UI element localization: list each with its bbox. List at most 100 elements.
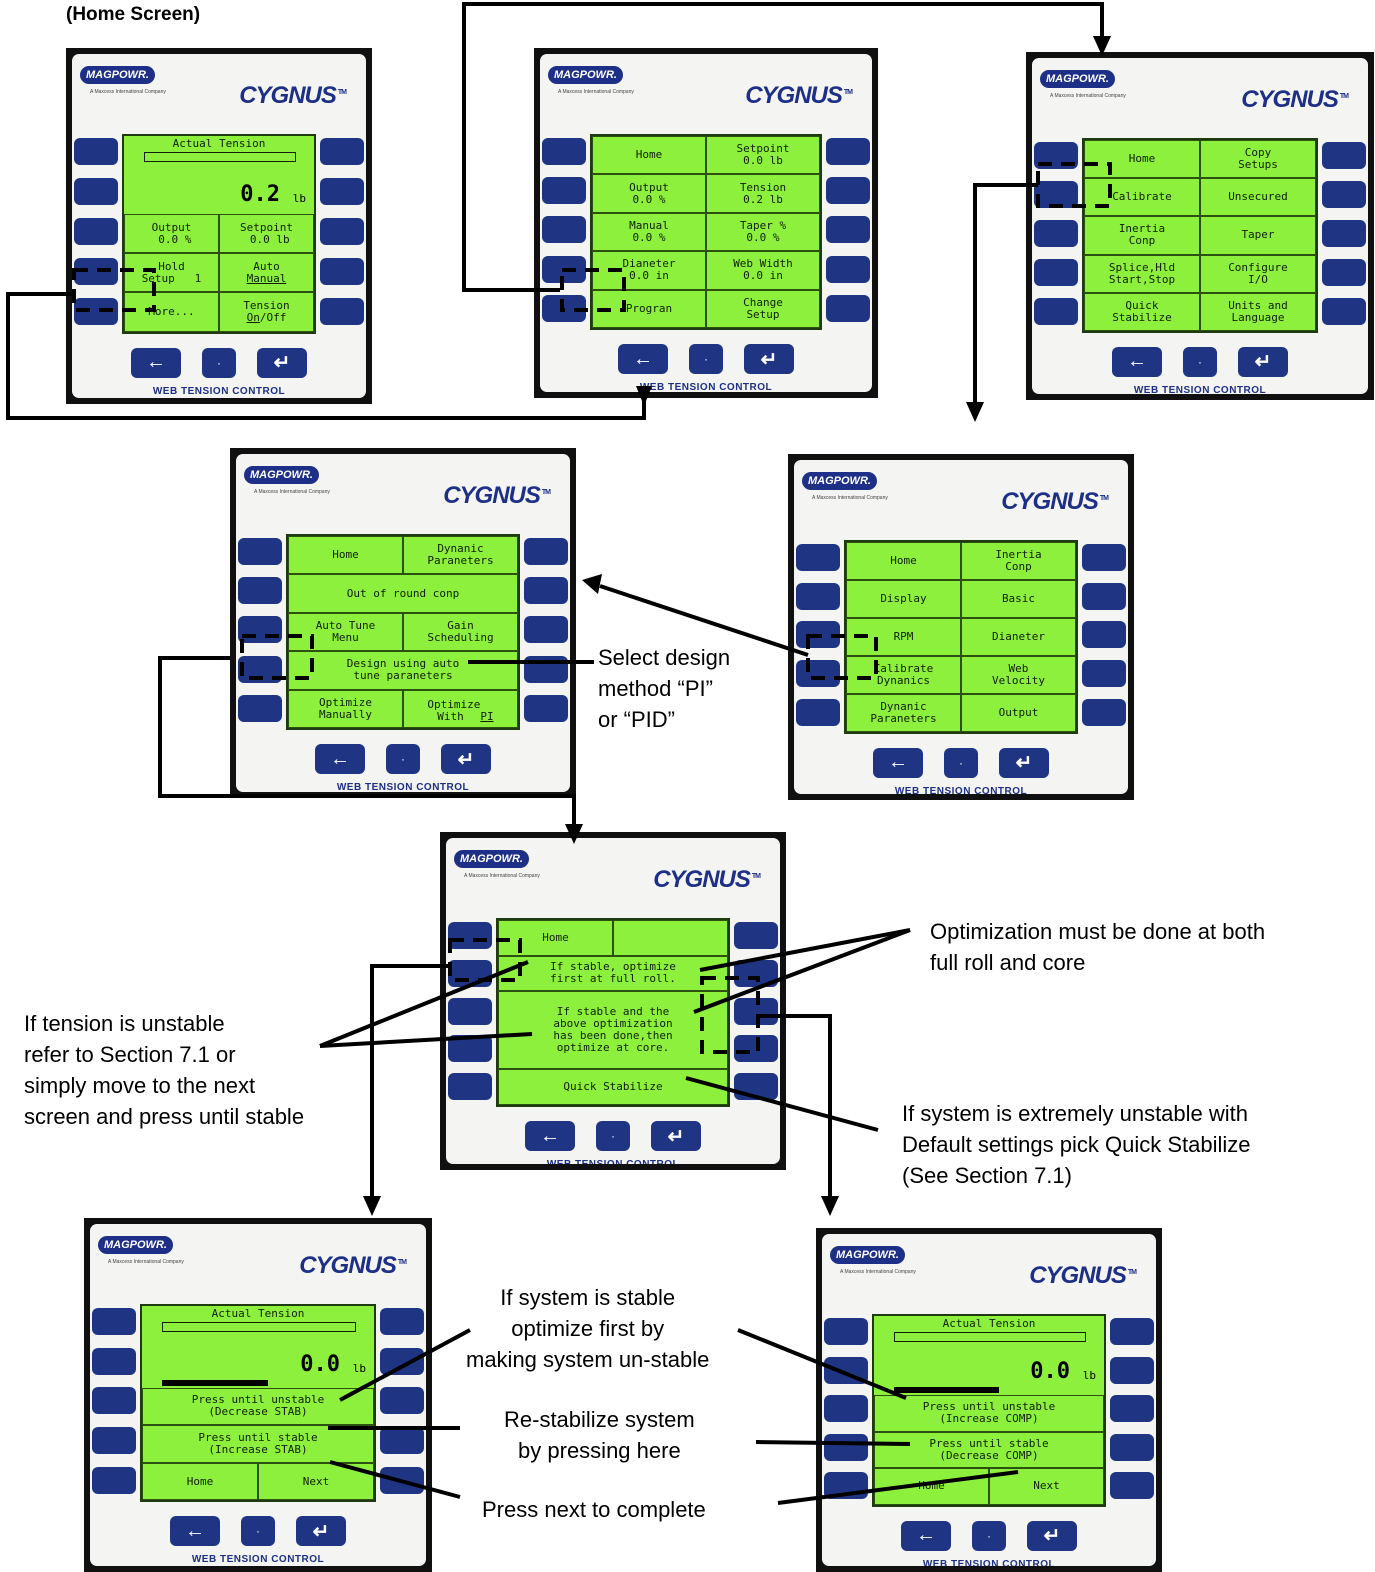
right-softkey-5[interactable] <box>734 1073 778 1101</box>
enter-arrow-button[interactable]: ↵ <box>651 1121 701 1152</box>
left-softkey-5[interactable] <box>796 698 840 726</box>
right-softkey-4[interactable] <box>734 1035 778 1063</box>
menu-cell-3[interactable]: Output 0.0 % <box>592 174 706 213</box>
left-softkey-5[interactable] <box>824 1472 868 1500</box>
menu-cell-6[interactable]: Taper <box>1200 216 1316 255</box>
menu-cell-6[interactable]: Taper % 0.0 % <box>706 212 820 252</box>
right-softkey-3[interactable] <box>734 997 778 1025</box>
left-softkey-3[interactable] <box>238 616 282 644</box>
full-roll-cell[interactable]: If stable, optimize first at full roll. <box>498 955 728 992</box>
auto-tune-cell[interactable]: Auto Tune Menu <box>288 612 403 652</box>
left-softkey-1[interactable] <box>1034 142 1078 169</box>
core-cell[interactable]: If stable and the above optimization has… <box>498 991 728 1070</box>
right-softkey-3[interactable] <box>1110 1395 1154 1423</box>
back-arrow-button[interactable]: ← <box>1112 346 1162 377</box>
right-softkey-4[interactable] <box>380 1427 424 1455</box>
dot-button[interactable]: · <box>241 1516 275 1547</box>
menu-cell-6[interactable]: Dianeter <box>961 617 1076 656</box>
menu-cell-9[interactable]: Quick Stabilize <box>1084 292 1200 331</box>
menu-cell-2[interactable]: Inertia Conp <box>961 542 1076 580</box>
press-until-unstable-cell[interactable]: Press until unstable (Increase COMP) <box>874 1395 1104 1432</box>
left-softkey-5[interactable] <box>448 1073 492 1101</box>
menu-cell-7[interactable]: Splice,Hld Start,Stop <box>1084 254 1200 293</box>
left-softkey-3[interactable] <box>448 997 492 1025</box>
enter-arrow-button[interactable]: ↵ <box>441 744 491 775</box>
menu-cell-10[interactable]: Units and Language <box>1200 292 1316 331</box>
right-softkey-5[interactable] <box>826 294 870 322</box>
left-softkey-2[interactable] <box>74 177 118 205</box>
menu-cell-5[interactable]: RPM <box>846 617 961 656</box>
optimize-with-pi-cell[interactable]: Optimize With PI <box>403 689 518 729</box>
right-softkey-4[interactable] <box>1322 258 1366 286</box>
output-cell[interactable]: Output 0.0 % <box>124 214 219 254</box>
press-until-stable-cell[interactable]: Press until stable (Decrease COMP) <box>874 1431 1104 1469</box>
right-softkey-4[interactable] <box>524 655 568 683</box>
blank-cell[interactable] <box>613 920 728 956</box>
left-softkey-4[interactable] <box>448 1035 492 1063</box>
left-softkey-4[interactable] <box>796 660 840 688</box>
menu-cell-4[interactable]: Unsecured <box>1200 178 1316 217</box>
left-softkey-1[interactable] <box>824 1318 868 1345</box>
menu-cell-2[interactable]: Setpoint 0.0 lb <box>706 136 820 175</box>
left-softkey-5[interactable] <box>1034 297 1078 325</box>
enter-arrow-button[interactable]: ↵ <box>1238 346 1288 377</box>
right-softkey-1[interactable] <box>1082 544 1126 571</box>
enter-arrow-button[interactable]: ↵ <box>999 747 1049 778</box>
menu-cell-1[interactable]: Home <box>1084 140 1200 179</box>
left-softkey-3[interactable] <box>824 1395 868 1423</box>
quick-stabilize-cell[interactable]: Quick Stabilize <box>498 1069 728 1106</box>
right-softkey-2[interactable] <box>826 177 870 205</box>
back-arrow-button[interactable]: ← <box>901 1520 951 1551</box>
dot-button[interactable]: · <box>972 1520 1006 1551</box>
home-cell[interactable]: Home <box>288 536 403 575</box>
back-arrow-button[interactable]: ← <box>525 1121 575 1152</box>
right-softkey-4[interactable] <box>1082 660 1126 688</box>
right-softkey-3[interactable] <box>524 616 568 644</box>
out-of-round-cell[interactable]: Out of round conp <box>288 574 518 613</box>
right-softkey-5[interactable] <box>1322 297 1366 325</box>
left-softkey-4[interactable] <box>542 255 586 283</box>
right-softkey-1[interactable] <box>524 538 568 565</box>
back-arrow-button[interactable]: ← <box>131 347 181 378</box>
dot-button[interactable]: · <box>1183 346 1217 377</box>
dot-button[interactable]: · <box>386 744 420 775</box>
dot-button[interactable]: · <box>944 747 978 778</box>
right-softkey-1[interactable] <box>1110 1318 1154 1345</box>
menu-cell-2[interactable]: Copy Setups <box>1200 140 1316 179</box>
left-softkey-5[interactable] <box>92 1466 136 1494</box>
left-softkey-1[interactable] <box>238 538 282 565</box>
right-softkey-2[interactable] <box>1322 180 1366 208</box>
dot-button[interactable]: · <box>596 1121 630 1152</box>
right-softkey-2[interactable] <box>734 959 778 987</box>
menu-cell-3[interactable]: Display <box>846 579 961 618</box>
right-softkey-3[interactable] <box>826 216 870 244</box>
right-softkey-3[interactable] <box>320 217 364 245</box>
menu-cell-8[interactable]: Configure I/O <box>1200 254 1316 293</box>
left-softkey-3[interactable] <box>1034 219 1078 247</box>
menu-cell-5[interactable]: Inertia Conp <box>1084 216 1200 255</box>
menu-cell-9[interactable]: Dynanic Paraneters <box>846 693 961 732</box>
right-softkey-2[interactable] <box>524 577 568 605</box>
right-softkey-5[interactable] <box>1082 698 1126 726</box>
menu-cell-7[interactable]: Dianeter 0.0 in <box>592 251 706 290</box>
left-softkey-2[interactable] <box>448 959 492 987</box>
left-softkey-2[interactable] <box>824 1356 868 1384</box>
right-softkey-5[interactable] <box>320 297 364 325</box>
menu-cell-7[interactable]: Calibrate Dynanics <box>846 655 961 694</box>
left-softkey-4[interactable] <box>238 655 282 683</box>
left-softkey-3[interactable] <box>796 621 840 649</box>
left-softkey-4[interactable] <box>74 257 118 285</box>
left-softkey-2[interactable] <box>238 577 282 605</box>
left-softkey-1[interactable] <box>448 922 492 949</box>
right-softkey-1[interactable] <box>734 922 778 949</box>
left-softkey-1[interactable] <box>796 544 840 571</box>
right-softkey-3[interactable] <box>380 1387 424 1415</box>
menu-cell-1[interactable]: Home <box>592 136 706 175</box>
enter-arrow-button[interactable]: ↵ <box>744 344 794 375</box>
right-softkey-5[interactable] <box>524 694 568 722</box>
left-softkey-2[interactable] <box>92 1347 136 1375</box>
left-softkey-2[interactable] <box>1034 180 1078 208</box>
left-softkey-4[interactable] <box>92 1427 136 1455</box>
left-softkey-2[interactable] <box>542 177 586 205</box>
